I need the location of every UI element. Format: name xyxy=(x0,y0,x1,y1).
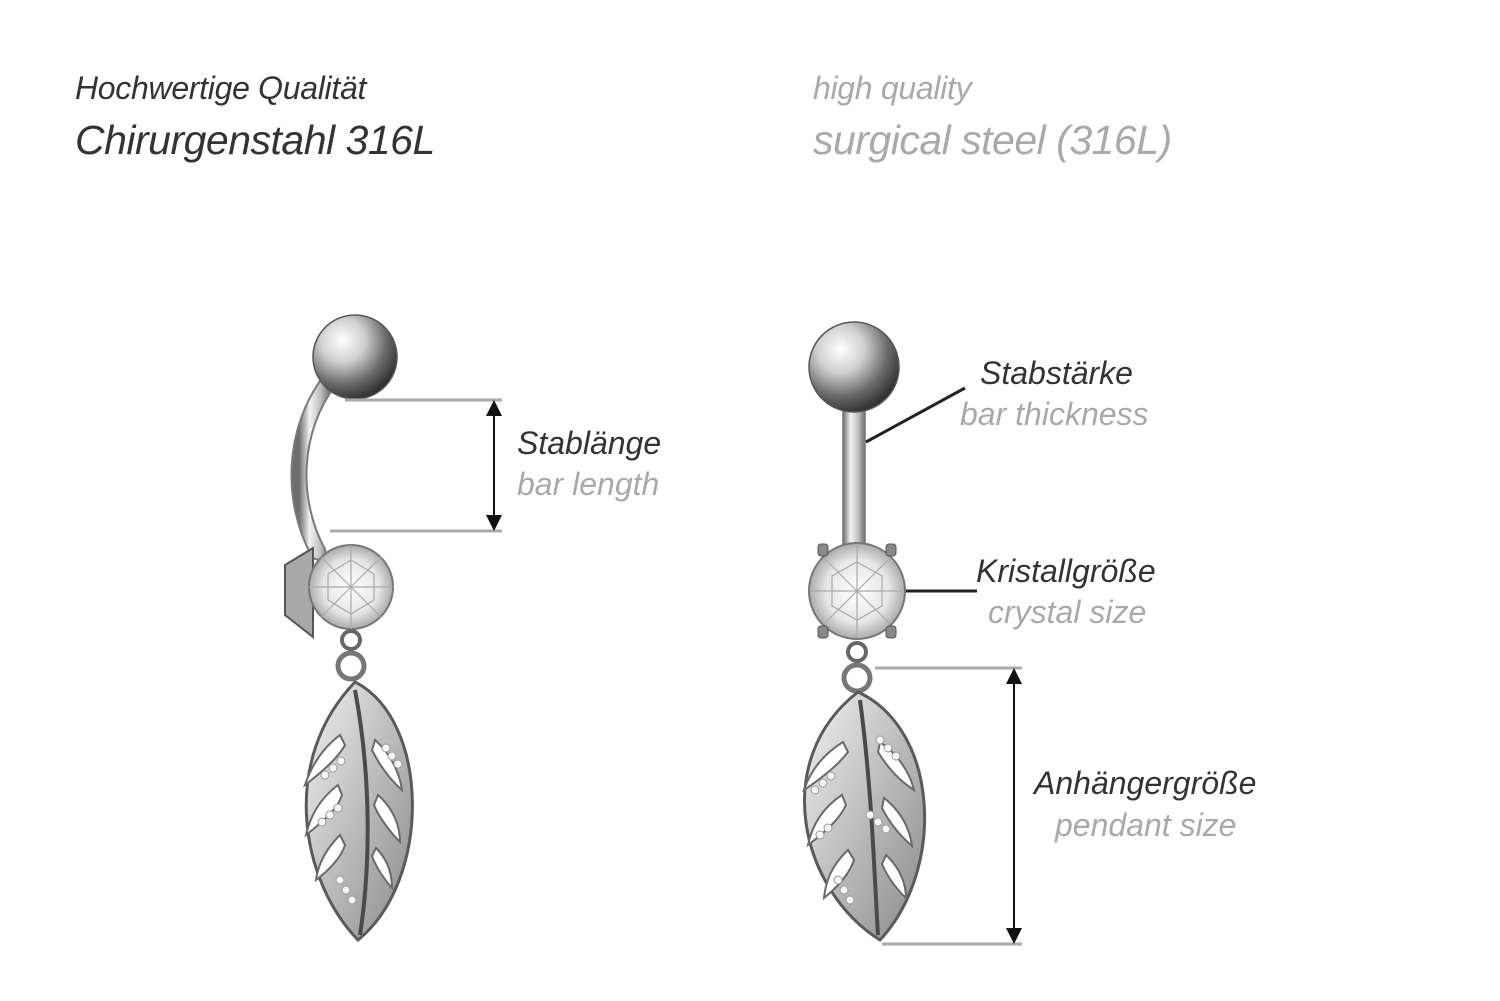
header-main-en: surgical steel (316L) xyxy=(813,117,1172,163)
belly-ring-front-view-illustration xyxy=(802,321,927,942)
belly-ring-side-view-illustration xyxy=(284,314,414,943)
bar-length-label-de: Stablänge xyxy=(517,425,662,461)
bar-thickness-leader xyxy=(865,386,966,444)
pendant-size-measure xyxy=(875,666,1022,946)
header-main-de: Chirurgenstahl 316L xyxy=(75,117,435,163)
bar-thickness-label-de: Stabstärke xyxy=(980,355,1133,391)
pendant-size-label-en: pendant size xyxy=(1055,807,1237,843)
crystal-size-label-en: crystal size xyxy=(988,594,1147,630)
pendant-size-label-de: Anhängergröße xyxy=(1034,765,1257,801)
header-sub-de: Hochwertige Qualität xyxy=(75,70,367,106)
bar-length-measure xyxy=(330,398,502,533)
bar-length-label-en: bar length xyxy=(517,466,660,502)
crystal-size-label-de: Kristallgröße xyxy=(976,553,1156,589)
header-sub-en: high quality xyxy=(813,70,972,106)
bar-thickness-label-en: bar thickness xyxy=(960,396,1149,432)
